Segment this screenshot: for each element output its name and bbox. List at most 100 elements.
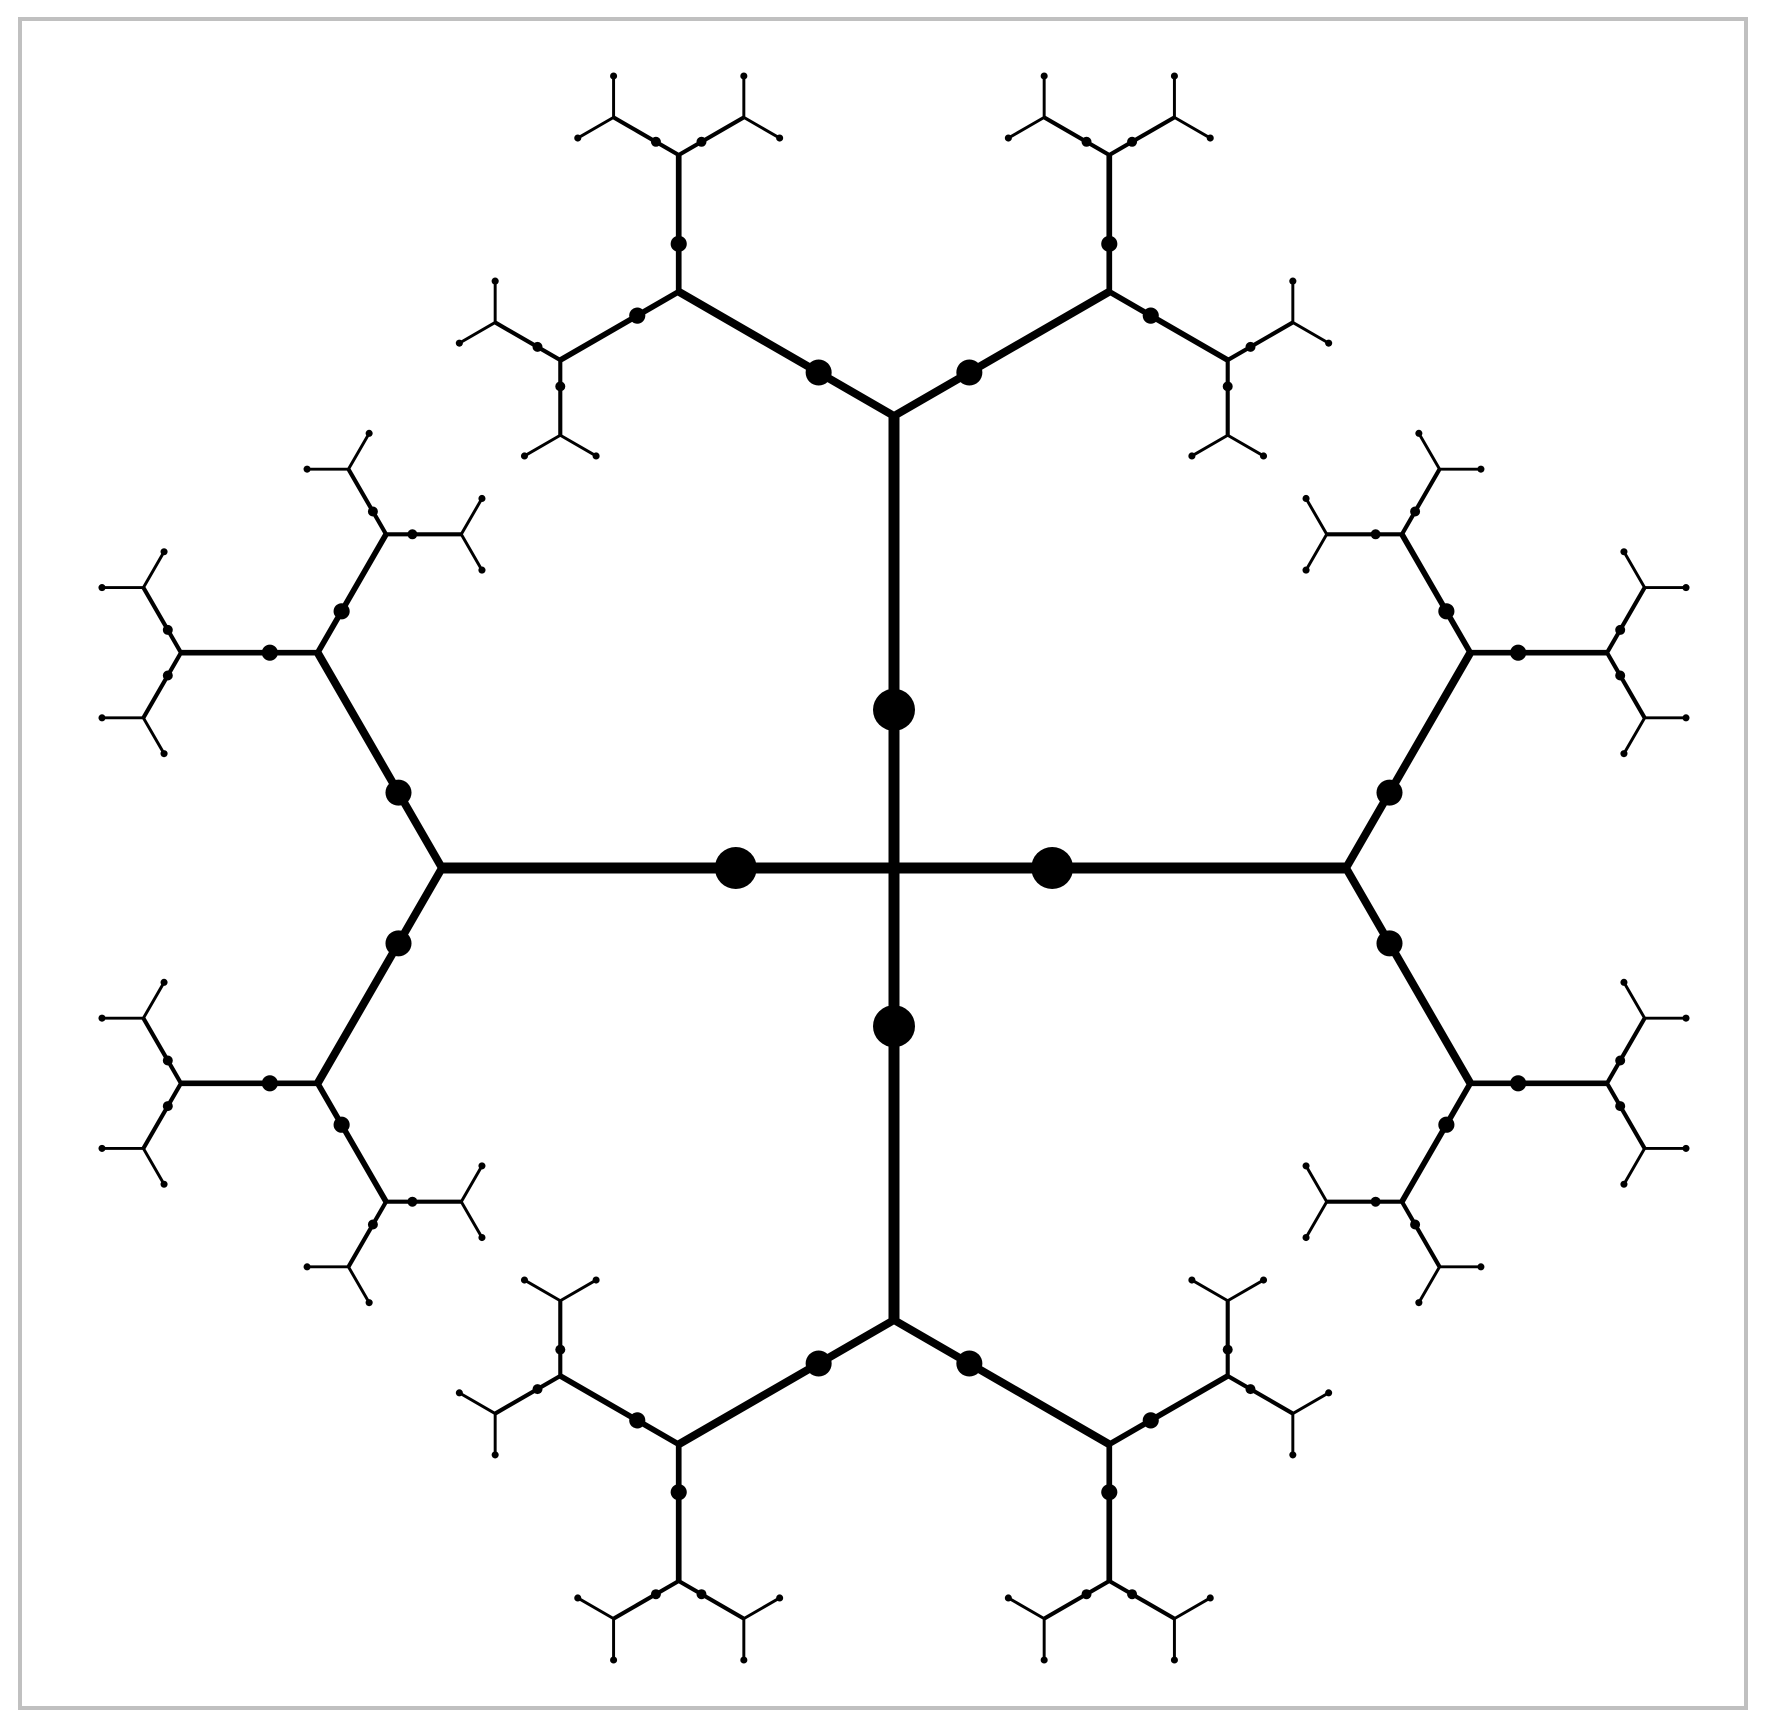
branch-segment-level-4 (142, 551, 166, 589)
branch-segment-level-4 (459, 533, 484, 571)
tip-dot-level-4 (478, 494, 486, 503)
node-dot-level-3 (407, 529, 418, 540)
branch-segment-level-1 (314, 650, 446, 870)
tip-dot-level-4 (365, 429, 373, 437)
node-dot-level-3 (532, 341, 543, 352)
branch-segment-level-4 (1191, 1278, 1229, 1303)
node-dot-level-0 (1031, 847, 1074, 889)
tip-dot-level-4 (478, 1162, 486, 1170)
node-dot-level-3 (1615, 1055, 1626, 1066)
tip-dot-level-4 (1620, 978, 1628, 986)
node-dot-level-3 (555, 381, 566, 392)
node-dot-level-2 (670, 1484, 687, 1501)
node-dot-level-2 (1142, 307, 1159, 324)
tip-dot-level-4 (574, 134, 582, 142)
branch-segment-level-4 (1191, 433, 1229, 458)
tip-dot-level-4 (1302, 1162, 1310, 1170)
tip-dot-level-4 (491, 1451, 499, 1459)
node-dot-level-3 (1615, 670, 1626, 681)
tip-dot-level-4 (1682, 714, 1690, 722)
tip-dot-level-4 (303, 1263, 311, 1271)
node-dot-level-3 (650, 1589, 661, 1600)
branch-segment-level-3 (1108, 1579, 1176, 1621)
tip-dot-level-4 (592, 1276, 600, 1284)
tip-dot-level-4 (1477, 1263, 1485, 1271)
branch-segment-level-3 (1226, 320, 1294, 362)
node-dot-level-3 (162, 1055, 173, 1066)
branch-segment-level-3 (677, 1579, 745, 1621)
branch-segment-level-4 (1292, 1391, 1330, 1415)
tip-dot-level-4 (455, 339, 463, 347)
branch-segment-level-2 (315, 1081, 389, 1204)
node-dot-level-1 (1376, 779, 1403, 806)
branch-segment-level-4 (1622, 717, 1646, 755)
node-dot-level-3 (696, 1589, 707, 1600)
branch-segment-level-4 (743, 116, 781, 140)
tip-dot-level-4 (1259, 1276, 1268, 1284)
tip-dot-level-4 (610, 1656, 618, 1664)
node-dot-level-1 (1376, 930, 1403, 957)
tip-dot-level-4 (1620, 548, 1628, 556)
node-dot-level-3 (1410, 1219, 1421, 1230)
branch-segment-level-3 (1605, 586, 1647, 654)
branch-segment-level-3 (677, 115, 745, 157)
node-dot-level-3 (1370, 529, 1381, 540)
node-dot-level-2 (670, 235, 687, 252)
tip-dot-level-4 (776, 134, 784, 142)
tip-dot-level-4 (1477, 465, 1485, 473)
branch-segment-level-4 (459, 1165, 484, 1203)
node-dot-level-3 (1615, 624, 1626, 635)
tip-dot-level-4 (1620, 750, 1628, 758)
branch-segment-level-3 (494, 1374, 562, 1416)
tip-dot-level-4 (478, 566, 486, 574)
tip-dot-level-4 (1415, 429, 1423, 437)
tip-dot-level-4 (303, 465, 311, 473)
branch-segment-level-2 (558, 289, 681, 363)
tip-dot-level-4 (740, 1656, 748, 1664)
node-dot-level-2 (1438, 1116, 1455, 1133)
branch-segment-level-1 (676, 288, 896, 420)
branch-segment-level-2 (1399, 532, 1473, 655)
node-dot-level-3 (1245, 341, 1256, 352)
branch-segment-level-3 (494, 320, 562, 362)
branch-segment-level-3 (1108, 115, 1176, 157)
branch-segment-level-4 (458, 1391, 496, 1415)
branch-segment-level-4 (459, 1200, 484, 1239)
tip-dot-level-4 (160, 750, 168, 758)
node-dot-level-2 (629, 1412, 646, 1429)
tip-dot-level-4 (1325, 1389, 1333, 1397)
tip-dot-level-4 (520, 452, 529, 460)
branch-segment-level-3 (1605, 1017, 1647, 1085)
branch-segment-level-4 (347, 1266, 371, 1304)
node-dot-level-2 (261, 1075, 278, 1092)
node-dot-level-3 (1245, 1384, 1256, 1395)
branch-segment-level-4 (1417, 1266, 1441, 1304)
branch-segment-level-1 (1342, 866, 1474, 1086)
node-dot-level-2 (1101, 235, 1118, 252)
tip-dot-level-4 (98, 584, 106, 592)
node-dot-level-3 (1222, 381, 1233, 392)
branch-segment-level-3 (346, 1200, 388, 1268)
tip-dot-level-4 (160, 1180, 168, 1188)
branch-segment-level-3 (1605, 651, 1647, 719)
tip-dot-level-4 (365, 1299, 373, 1307)
branch-segment-level-4 (142, 717, 166, 755)
branch-segment-level-4 (1304, 1165, 1329, 1203)
node-dot-level-3 (532, 1384, 543, 1395)
node-dot-level-3 (367, 506, 378, 517)
branch-segment-level-4 (1173, 1596, 1211, 1620)
branch-segment-level-4 (1173, 116, 1211, 140)
tip-dot-level-4 (520, 1276, 529, 1284)
branch-segment-level-4 (1226, 1278, 1265, 1303)
branch-segment-level-4 (1622, 551, 1646, 589)
tip-dot-level-4 (1682, 1014, 1690, 1022)
tip-dot-level-4 (1620, 1180, 1628, 1188)
node-dot-level-3 (407, 1196, 418, 1207)
tip-dot-level-4 (1170, 1656, 1178, 1664)
node-dot-level-2 (1510, 644, 1527, 661)
tip-dot-level-4 (1206, 134, 1214, 142)
node-dot-level-2 (1510, 1075, 1527, 1092)
tip-dot-level-4 (776, 1594, 784, 1602)
tip-dot-level-4 (478, 1233, 486, 1242)
